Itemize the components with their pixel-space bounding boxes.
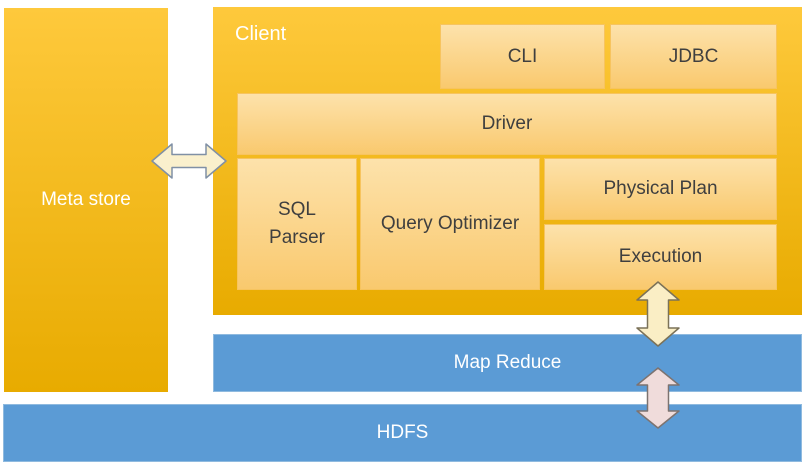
client-box: Client CLI JDBC Driver SQL Parser Query …: [213, 7, 802, 315]
map-reduce-label: Map Reduce: [453, 352, 562, 373]
driver-label: Driver: [481, 113, 533, 134]
physical-plan-box: Physical Plan: [544, 158, 777, 220]
execution-box: Execution: [544, 224, 777, 290]
query-optimizer-box: Query Optimizer: [360, 158, 540, 290]
metastore-client-double-arrow-icon: [151, 142, 227, 180]
map-reduce-bar: Map Reduce: [213, 334, 802, 392]
hdfs-bar: HDFS: [3, 404, 802, 462]
meta-store-box: Meta store: [4, 8, 168, 392]
cli-box: CLI: [440, 24, 605, 89]
mapreduce-hdfs-double-arrow-icon: [636, 367, 680, 429]
cli-label: CLI: [507, 45, 538, 67]
sql-parser-box: SQL Parser: [237, 158, 357, 290]
client-label: Client: [235, 23, 287, 45]
driver-box: Driver: [237, 93, 777, 155]
hdfs-label: HDFS: [376, 422, 429, 443]
jdbc-box: JDBC: [610, 24, 777, 89]
sql-parser-label: SQL Parser: [269, 199, 325, 248]
query-optimizer-label: Query Optimizer: [380, 213, 520, 234]
meta-store-label: Meta store: [41, 189, 131, 210]
execution-label: Execution: [618, 246, 703, 267]
jdbc-label: JDBC: [668, 45, 719, 67]
client-mapreduce-double-arrow-icon: [636, 281, 680, 347]
physical-plan-label: Physical Plan: [603, 178, 718, 199]
